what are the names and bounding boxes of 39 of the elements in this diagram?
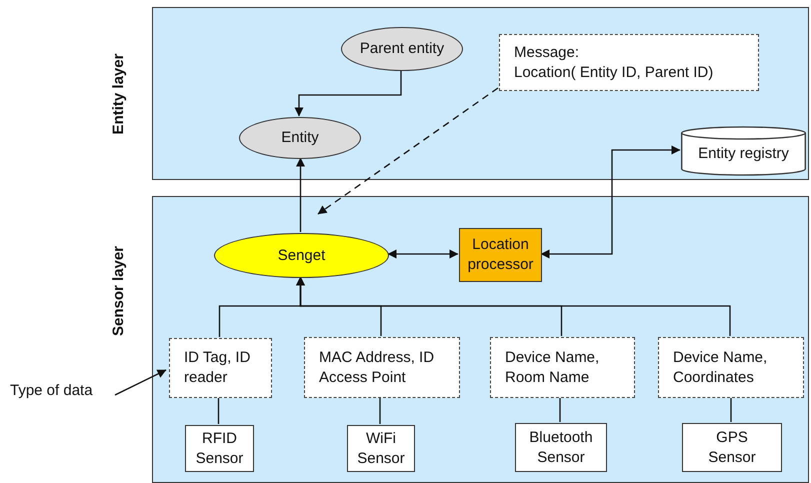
node-label: RFID Sensor bbox=[194, 428, 244, 468]
arrow bbox=[114, 369, 166, 396]
node-label: Device Name, Room Name bbox=[505, 348, 600, 388]
node-label: Message: bbox=[514, 42, 580, 62]
data-type-box bbox=[169, 338, 272, 398]
connector-line bbox=[218, 397, 220, 424]
data-type-box bbox=[658, 337, 804, 398]
arrow bbox=[294, 70, 402, 116]
sensor-box bbox=[185, 425, 254, 472]
node-label: ID Tag, ID reader bbox=[184, 348, 252, 388]
node-label: Bluetooth Sensor bbox=[528, 428, 594, 468]
annotation-text: Type of data bbox=[10, 381, 93, 401]
node-label: Location processor bbox=[466, 235, 534, 275]
node-label: GPS Sensor bbox=[707, 428, 757, 468]
arrow bbox=[318, 87, 498, 215]
arrow bbox=[296, 276, 731, 336]
data-type-box bbox=[304, 337, 460, 398]
layer-label: Entity layer bbox=[109, 52, 128, 136]
arrow bbox=[296, 158, 305, 232]
node-label: WiFi Sensor bbox=[356, 428, 406, 468]
connector-line bbox=[730, 397, 732, 422]
node-label: Senget bbox=[278, 246, 326, 266]
sensor-box bbox=[682, 423, 782, 472]
arrow bbox=[540, 146, 680, 258]
node-label: Entity bbox=[281, 128, 319, 148]
processor-box bbox=[459, 228, 542, 282]
node-label: Parent entity bbox=[360, 39, 444, 59]
connector-line bbox=[559, 397, 561, 422]
node-label: Device Name, Coordinates bbox=[673, 348, 768, 388]
layer-label: Sensor layer bbox=[109, 244, 128, 338]
node-label: Location( Entity ID, Parent ID) bbox=[514, 62, 714, 82]
sensor-box bbox=[347, 425, 415, 472]
arrow bbox=[388, 250, 458, 258]
data-type-box bbox=[499, 34, 759, 91]
node-label: MAC Address, ID Access Point bbox=[319, 348, 436, 388]
node-label: Entity registry bbox=[698, 144, 789, 164]
connector-line bbox=[379, 397, 381, 424]
sensor-box bbox=[515, 423, 607, 472]
data-type-box bbox=[490, 337, 635, 398]
